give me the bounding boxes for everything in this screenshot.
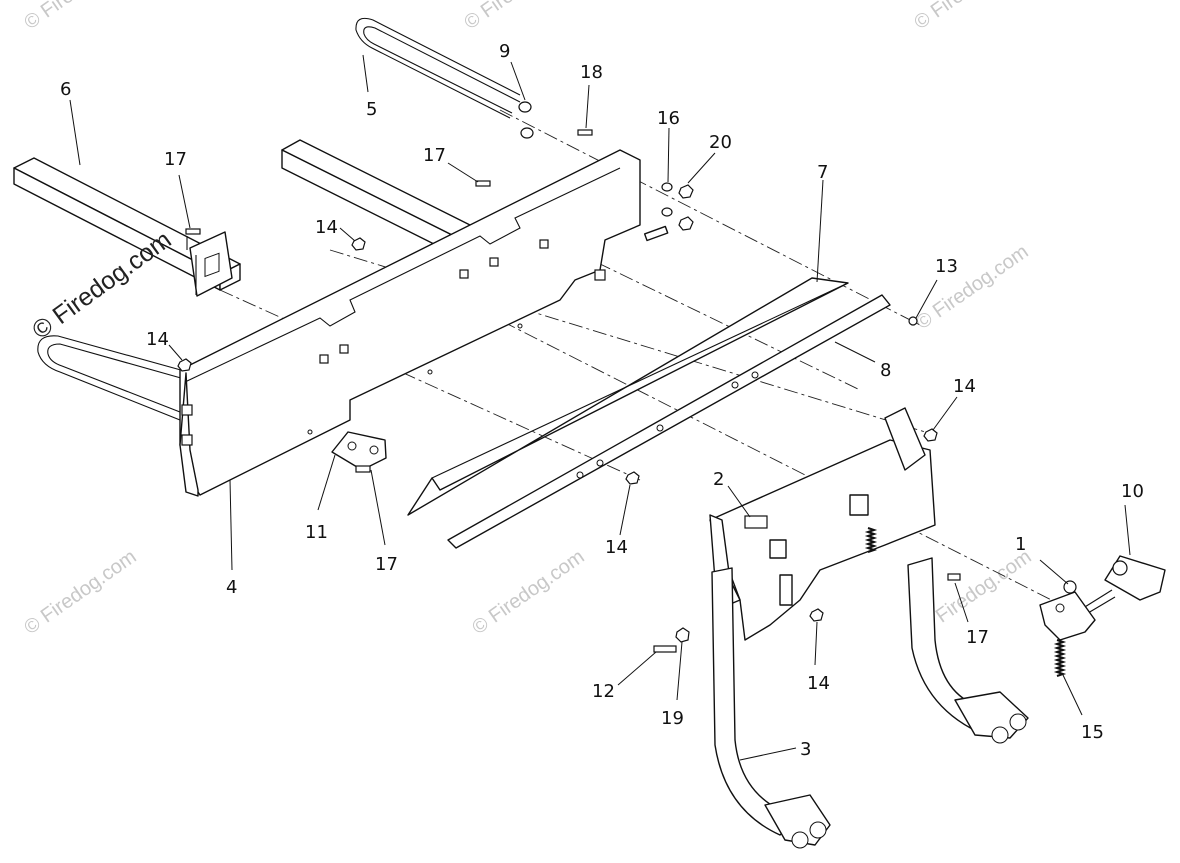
callout-6: 6 (60, 79, 71, 100)
callout-14-right: 14 (953, 376, 976, 397)
bolt-17c (355, 465, 371, 473)
watermark-low-left: © Firedog.com (20, 546, 140, 639)
nut-14a (351, 237, 366, 251)
callout-17-bottom: 17 (375, 554, 398, 575)
callout-4: 4 (226, 577, 237, 598)
center-line-1 (499, 109, 921, 326)
callout-17-left: 17 (164, 149, 187, 170)
callout-13: 13 (935, 256, 958, 277)
watermark-low-center: © Firedog.com (468, 546, 588, 639)
callout-5: 5 (366, 99, 377, 120)
bolt-17a (475, 180, 491, 187)
callout-14-frame: 14 (807, 673, 830, 694)
callout-8: 8 (880, 360, 891, 381)
callout-17-top: 17 (423, 145, 446, 166)
callout-12: 12 (592, 681, 615, 702)
nut-13 (908, 316, 918, 326)
leader-lines (69, 54, 1131, 761)
part-11-bracket (331, 431, 387, 471)
nut-14d (625, 471, 640, 485)
callout-3: 3 (800, 739, 811, 760)
watermark-top-right: © Firedog.com (910, 0, 1030, 34)
washer-9b (520, 127, 534, 139)
callout-9: 9 (499, 41, 510, 62)
part-10-pin (1079, 555, 1166, 617)
callout-17-right: 17 (966, 627, 989, 648)
nut-14b (177, 358, 192, 372)
part-7-angle-strip (407, 277, 849, 516)
nut-19 (675, 627, 690, 643)
watermark-main: © Firedog.com (27, 226, 176, 345)
bolt-12 (653, 645, 677, 653)
callout-16: 16 (657, 108, 680, 129)
nut-14e (809, 608, 824, 622)
callout-2: 2 (713, 469, 724, 490)
callout-1: 1 (1015, 534, 1026, 555)
part-8-flat-strip (447, 294, 891, 549)
nut-20b (678, 216, 694, 231)
callout-14-top: 14 (315, 217, 338, 238)
part-15-spring (1053, 639, 1067, 677)
center-line-4 (479, 309, 1076, 613)
callout-20: 20 (709, 132, 732, 153)
callout-10: 10 (1121, 481, 1144, 502)
nut-20a (678, 184, 694, 199)
callout-7: 7 (817, 162, 828, 183)
bolt-17b (185, 228, 201, 235)
washer-16b (661, 207, 673, 217)
washer-16a (661, 182, 673, 192)
bolt-2 (744, 515, 768, 529)
nut-14c (923, 428, 938, 442)
callout-11: 11 (305, 522, 328, 543)
callout-labels: 6 5 9 18 16 20 17 17 7 14 13 14 8 14 2 1… (60, 41, 1144, 760)
part-5-u-rod (355, 17, 521, 119)
callout-19: 19 (661, 708, 684, 729)
washer-9a (518, 101, 532, 113)
bolt-18 (577, 129, 593, 136)
watermark-top-left: © Firedog.com (20, 0, 140, 34)
callout-18: 18 (580, 62, 603, 83)
callout-15: 15 (1081, 722, 1104, 743)
callout-14-strip: 14 (605, 537, 628, 558)
part-6-square-tube (13, 157, 241, 297)
bolt-17d (947, 573, 961, 581)
frame-spring (864, 527, 878, 553)
part-4-main-frame (179, 149, 669, 497)
watermark-top-center: © Firedog.com (460, 0, 580, 34)
part-5-lower-u-rod (37, 335, 189, 421)
callout-14-left: 14 (146, 329, 169, 350)
fasteners (177, 101, 961, 653)
watermark-mid-right: © Firedog.com (912, 241, 1032, 334)
part-1-latch-plate (1039, 580, 1096, 641)
part-3-hitch-frame (709, 407, 1029, 849)
